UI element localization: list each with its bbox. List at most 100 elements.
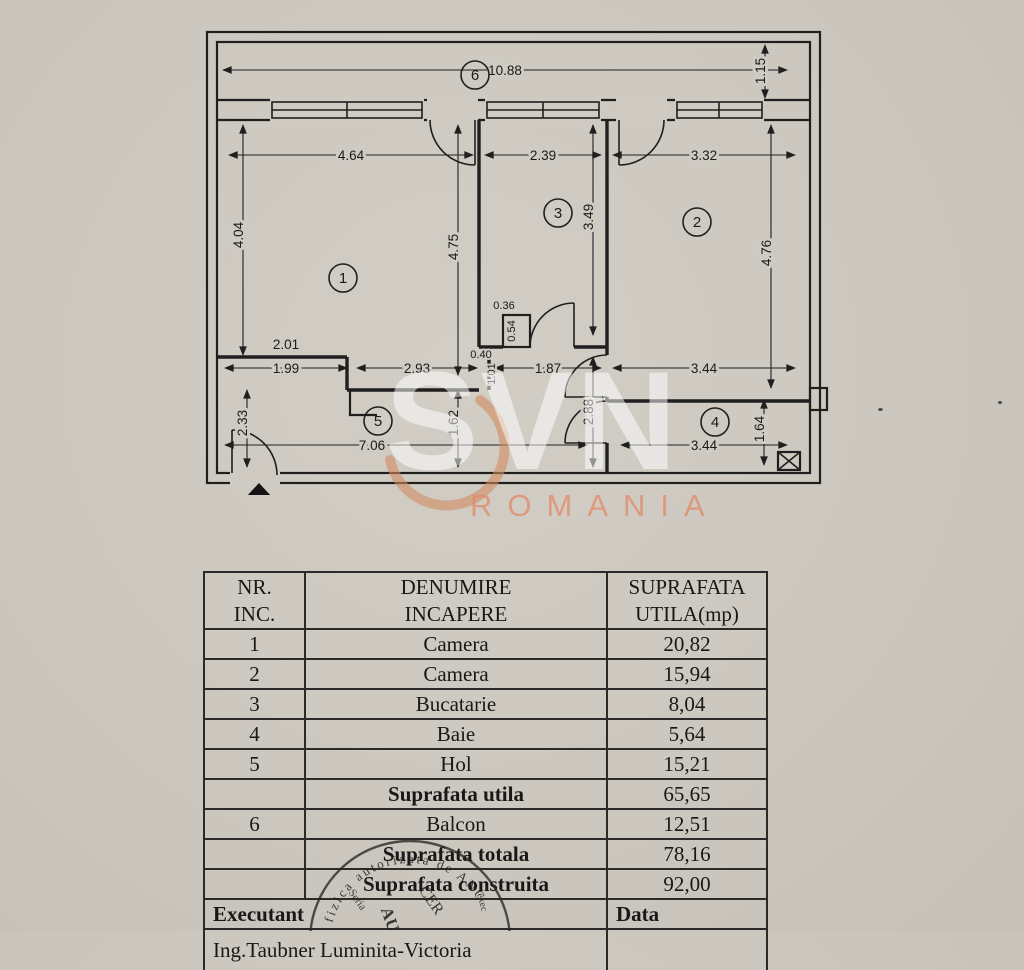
summary-label: Suprafata totala (304, 838, 608, 870)
room-marker-3: 3 (543, 198, 573, 228)
dim-label: 1.87 (535, 361, 561, 376)
room-nr: 4 (203, 718, 306, 750)
dim-label: 3.44 (691, 361, 718, 376)
room-area: 15,94 (606, 658, 768, 690)
executant-name: Ing.Taubner Luminita-Victoria (203, 928, 608, 970)
dim-label: 2.88 (581, 399, 596, 425)
dim-label: 1.62 (446, 410, 461, 436)
dim-label: 3.49 (581, 204, 596, 230)
dim-label: 3.44 (691, 438, 718, 453)
dim-label: 3.32 (691, 148, 717, 163)
room-nr: 2 (203, 658, 306, 690)
room2-door (564, 354, 608, 398)
table-row: 1 Camera 20,82 (203, 628, 768, 660)
table-row: 4 Baie 5,64 (203, 718, 768, 750)
room-marker-4: 4 (700, 407, 730, 437)
col-area-line2: UTILA(mp) (635, 601, 739, 626)
shaft-hatch (776, 450, 802, 472)
summary-area: 78,16 (606, 838, 768, 870)
room-marker-2: 2 (682, 207, 712, 237)
bathroom-details (776, 386, 829, 472)
room-markers: 1 2 3 4 5 6 (328, 60, 730, 437)
window-kitchen (485, 98, 601, 122)
room-name: Bucatarie (304, 688, 608, 720)
room-name: Camera (304, 628, 608, 660)
table-row-summary: Suprafata totala 78,16 (203, 838, 768, 870)
executant-label: Executant (203, 898, 608, 930)
dim-label: 4.75 (446, 234, 461, 260)
svg-text:2: 2 (693, 214, 701, 231)
duct (501, 313, 532, 349)
table-footer-row: Executant Data (203, 898, 768, 930)
dim-label: 1.01 (486, 363, 498, 384)
svg-text:6: 6 (471, 67, 479, 84)
room-nr (203, 838, 306, 870)
dim-label: 4.04 (231, 221, 246, 248)
table-signature-row: Ing.Taubner Luminita-Victoria (203, 928, 768, 970)
data-value-empty (606, 928, 768, 970)
room-name: Hol (304, 748, 608, 780)
room-nr: 5 (203, 748, 306, 780)
dim-label: 1.15 (753, 58, 768, 84)
table-row: 2 Camera 15,94 (203, 658, 768, 690)
table-row: 6 Balcon 12,51 (203, 808, 768, 840)
room-nr (203, 778, 306, 810)
data-label: Data (606, 898, 768, 930)
entrance-door (230, 429, 280, 485)
dim-label: 2.33 (235, 410, 250, 436)
room-nr (203, 868, 306, 900)
room-marker-1: 1 (328, 263, 358, 293)
dim-label: 1.99 (273, 361, 299, 376)
summary-label: Suprafata construita (304, 868, 608, 900)
entrance-arrow-icon (247, 483, 271, 495)
window-room1 (270, 98, 424, 122)
table-header-row: NR. INC. DENUMIRE INCAPERE SUPRAFATA UTI… (203, 571, 768, 630)
dim-label: 0.54 (506, 320, 518, 341)
dimension-lines (222, 44, 796, 468)
room-area: 20,82 (606, 628, 768, 660)
window-room2 (675, 98, 764, 122)
svg-text:1: 1 (339, 270, 347, 287)
room-area: 12,51 (606, 808, 768, 840)
room-marker-6: 6 (460, 60, 490, 90)
summary-area: 65,65 (606, 778, 768, 810)
svg-text:4: 4 (711, 414, 719, 431)
svg-text:3: 3 (554, 205, 562, 222)
svg-text:5: 5 (374, 413, 382, 430)
windows (270, 98, 764, 122)
areas-table: NR. INC. DENUMIRE INCAPERE SUPRAFATA UTI… (203, 571, 768, 970)
dim-label: 4.64 (338, 148, 365, 163)
room-name: Balcon (304, 808, 608, 840)
table-row: 5 Hol 15,21 (203, 748, 768, 780)
room-name: Camera (304, 658, 608, 690)
room-area: 8,04 (606, 688, 768, 720)
col-area-line1: SUPRAFATA (628, 575, 746, 600)
dim-label: 0.36 (493, 300, 514, 312)
room-area: 15,21 (606, 748, 768, 780)
dim-label: 2.01 (273, 337, 299, 352)
room-nr: 1 (203, 628, 306, 660)
dim-label: 7.06 (359, 438, 385, 453)
kitchen-door (529, 302, 575, 348)
interior-walls (217, 120, 810, 473)
col-name-line2: INCAPERE (404, 601, 508, 626)
col-nr-line1: NR. (237, 575, 272, 600)
room-marker-5: 5 (363, 406, 393, 436)
summary-label: Suprafata utila (304, 778, 608, 810)
room-nr: 3 (203, 688, 306, 720)
col-name-line1: DENUMIRE (400, 575, 512, 600)
dim-label: 1.64 (752, 415, 767, 442)
col-nr-line2: INC. (233, 601, 276, 626)
wall-niche (808, 386, 829, 412)
floor-plan: 10.88 1.15 4.64 2.39 3.32 4.04 4.75 3.49… (205, 30, 829, 495)
table-row: 3 Bucatarie 8,04 (203, 688, 768, 720)
summary-area: 92,00 (606, 868, 768, 900)
table-row-summary: Suprafata construita 92,00 (203, 868, 768, 900)
dim-label: 10.88 (488, 63, 522, 78)
paper-speck (878, 408, 883, 411)
dim-label: 2.39 (530, 148, 556, 163)
dim-label: 4.76 (759, 240, 774, 266)
room-nr: 6 (203, 808, 306, 840)
dim-label: 2.93 (404, 361, 430, 376)
